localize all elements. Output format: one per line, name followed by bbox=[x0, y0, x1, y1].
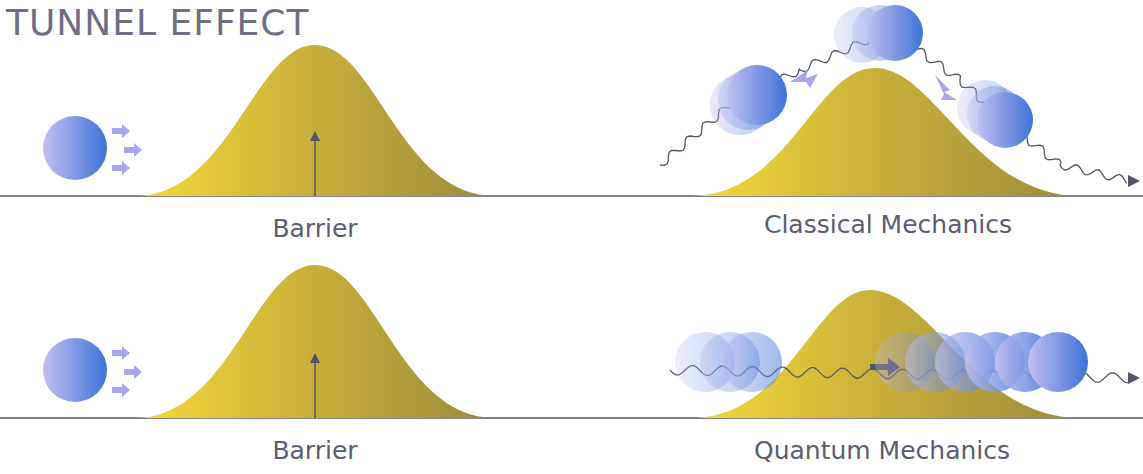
barrier-shape bbox=[690, 290, 1080, 418]
barrier-shape bbox=[135, 45, 495, 196]
motion-arrow bbox=[124, 143, 142, 157]
pointer-arrow bbox=[314, 355, 316, 418]
particle bbox=[43, 116, 107, 180]
motion-arrow bbox=[112, 124, 130, 138]
quantum-particles bbox=[675, 332, 1088, 392]
pointer-arrow bbox=[314, 133, 316, 196]
barrier-label: Barrier bbox=[272, 436, 357, 465]
barrier-shape bbox=[135, 265, 495, 418]
classical-particles bbox=[710, 5, 1033, 148]
motion-arrow bbox=[124, 365, 142, 379]
arrow-head bbox=[1128, 175, 1140, 187]
diagram-title: TUNNEL EFFECT bbox=[6, 2, 309, 43]
particle bbox=[43, 338, 107, 402]
barrier-label: Barrier bbox=[272, 214, 357, 243]
regime-label: Classical Mechanics bbox=[764, 210, 1012, 239]
motion-arrow bbox=[112, 161, 130, 175]
motion-arrow bbox=[112, 383, 130, 397]
arrow-head bbox=[1128, 372, 1140, 384]
regime-label: Quantum Mechanics bbox=[754, 436, 1010, 465]
motion-arrow bbox=[112, 346, 130, 360]
